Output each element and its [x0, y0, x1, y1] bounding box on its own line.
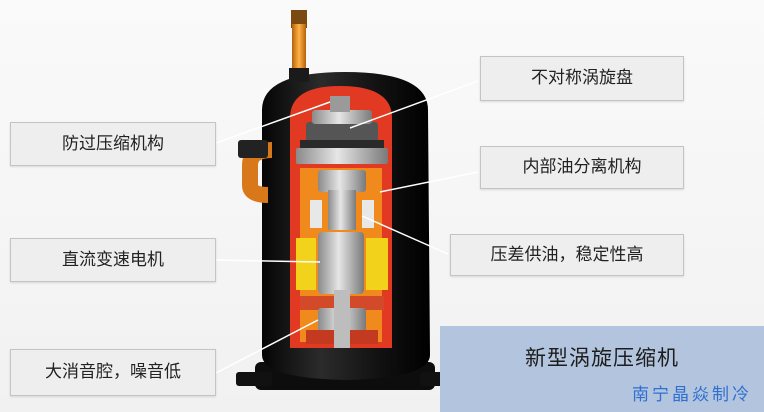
discharge-pipe [289, 10, 309, 82]
leader-lines [215, 80, 479, 374]
label-overpressure: 防过压缩机构 [10, 122, 216, 166]
leader-dc-motor [215, 259, 321, 263]
title-banner: 新型涡旋压缩机 南宁晶焱制冷 [440, 326, 764, 412]
label-dc-motor: 直流变速电机 [10, 238, 216, 282]
crankshaft-illustration [310, 170, 374, 230]
banner-title: 新型涡旋压缩机 [525, 346, 679, 370]
scroll-plate-illustration [296, 96, 388, 164]
muffler-illustration [300, 290, 384, 348]
label-muffler: 大消音腔，噪音低 [10, 349, 216, 396]
leader-pressure-oil [361, 215, 449, 255]
label-oil-separation: 内部油分离机构 [480, 146, 684, 189]
leader-muffler [215, 319, 319, 374]
label-scroll-plate: 不对称涡旋盘 [480, 56, 684, 101]
banner-credit: 南宁晶焱制冷 [632, 385, 752, 405]
leader-scroll-plate [349, 80, 479, 129]
label-pressure-oil: 压差供油，稳定性高 [450, 234, 684, 276]
leader-oil-separation [379, 171, 479, 193]
motor-illustration [296, 232, 388, 294]
suction-pipe [238, 140, 273, 203]
leader-overpressure [215, 101, 331, 144]
